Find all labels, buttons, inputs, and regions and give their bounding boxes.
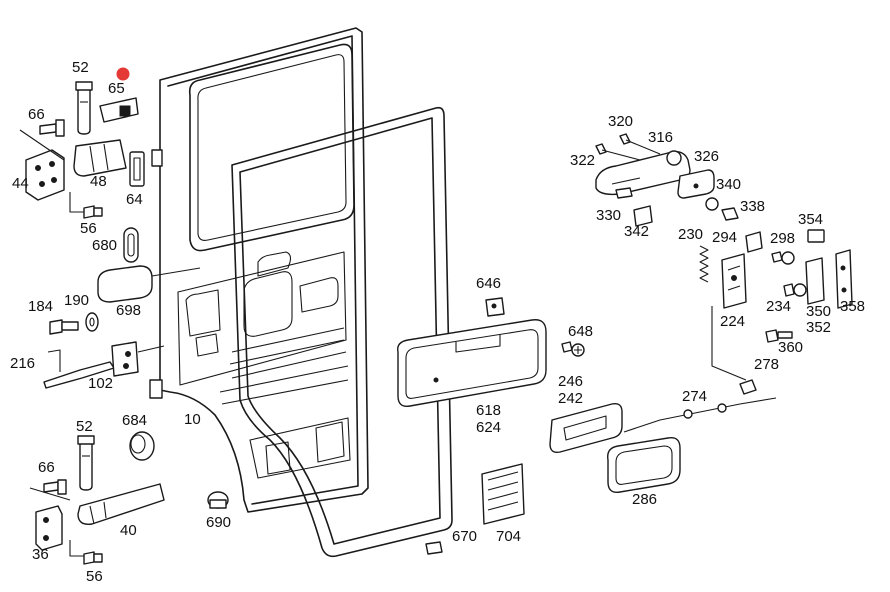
part-label-65: 65 [108, 80, 125, 97]
part-label-102: 102 [88, 375, 114, 392]
part-label-680: 680 [92, 237, 118, 254]
part-label-294: 294 [712, 229, 738, 246]
part-label-322: 322 [570, 152, 596, 169]
part-label-56-lower: 56 [86, 568, 103, 585]
part-label-316: 316 [648, 129, 674, 146]
part-label-360: 360 [778, 339, 804, 356]
part-label-36: 36 [32, 546, 49, 563]
part-label-246: 246 [558, 373, 584, 390]
part-label-216: 216 [10, 355, 36, 372]
part-label-224: 224 [720, 313, 746, 330]
part-label-298: 298 [770, 230, 796, 247]
part-label-52-lower: 52 [76, 418, 93, 435]
center-parts [397, 297, 623, 555]
part-label-320: 320 [608, 113, 634, 130]
part-label-184: 184 [28, 298, 54, 315]
part-label-648: 648 [568, 323, 594, 340]
part-label-56-upper: 56 [80, 220, 97, 237]
part-label-352: 352 [806, 319, 832, 336]
part-label-40: 40 [120, 522, 137, 539]
part-label-670: 670 [452, 528, 478, 545]
part-label-278: 278 [754, 356, 780, 373]
part-label-684: 684 [122, 412, 148, 429]
part-label-350: 350 [806, 303, 832, 320]
door-shell [149, 27, 369, 513]
part-label-52-upper: 52 [72, 59, 89, 76]
right-lock-parts [595, 133, 853, 493]
part-label-48: 48 [90, 173, 107, 190]
door-seal [231, 106, 453, 558]
part-label-704: 704 [496, 528, 522, 545]
part-label-44: 44 [12, 175, 29, 192]
part-label-690: 690 [206, 514, 232, 531]
left-lower-parts [29, 431, 229, 565]
part-label-64: 64 [126, 191, 143, 208]
part-label-624: 624 [476, 419, 502, 436]
part-label-234: 234 [766, 298, 792, 315]
part-label-286: 286 [632, 491, 658, 508]
part-label-358: 358 [840, 298, 866, 315]
part-label-66-lower: 66 [38, 459, 55, 476]
part-label-618: 618 [476, 402, 502, 419]
part-label-698: 698 [116, 302, 142, 319]
part-label-230: 230 [678, 226, 704, 243]
part-label-66-upper: 66 [28, 106, 45, 123]
part-label-342: 342 [624, 223, 650, 240]
part-label-338: 338 [740, 198, 766, 215]
part-label-646: 646 [476, 275, 502, 292]
red-marker-dot [116, 67, 130, 81]
part-label-274: 274 [682, 388, 708, 405]
part-label-10: 10 [184, 411, 201, 428]
left-upper-parts [19, 81, 145, 263]
left-middle-parts [43, 265, 201, 389]
part-label-190: 190 [64, 292, 90, 309]
part-label-326: 326 [694, 148, 720, 165]
part-label-340: 340 [716, 176, 742, 193]
part-label-242: 242 [558, 390, 584, 407]
part-label-354: 354 [798, 211, 824, 228]
part-label-330: 330 [596, 207, 622, 224]
